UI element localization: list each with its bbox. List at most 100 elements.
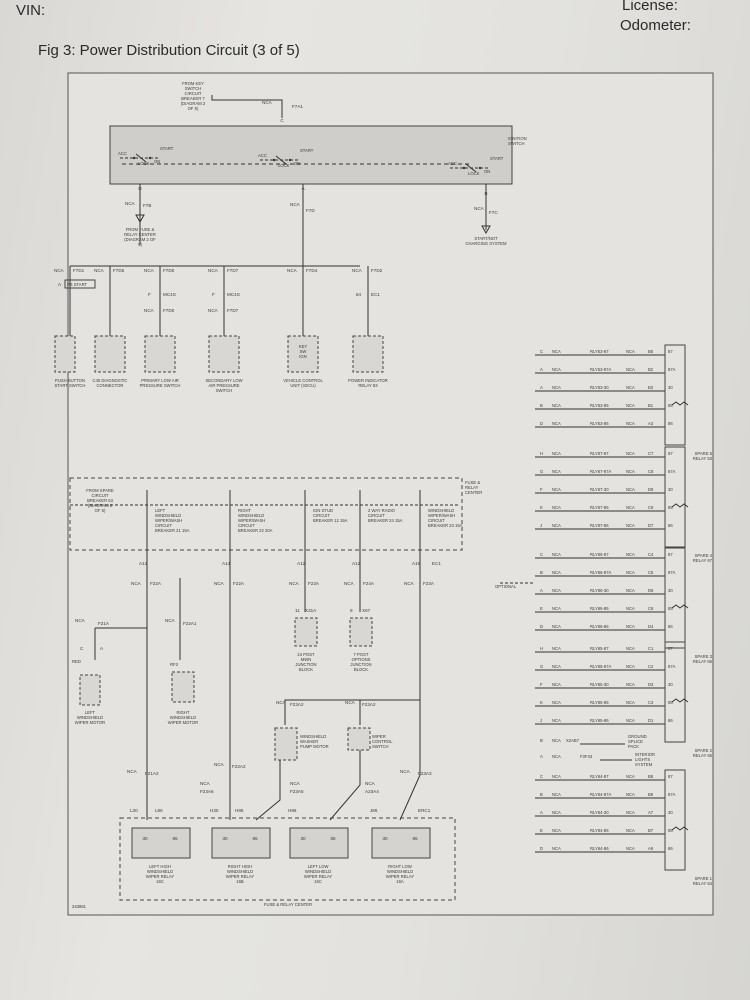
component-label: CONNECTOR: [97, 383, 124, 388]
relay-coil: [671, 604, 689, 609]
pin-label: D: [540, 624, 543, 629]
wire-nca: NCA: [626, 664, 635, 669]
relay-pin: A9: [648, 846, 654, 851]
relay-wire-id: RLY53-87A: [590, 367, 612, 372]
switch-contact: [132, 156, 136, 160]
component-box: [349, 617, 373, 647]
spare-relay-box: [664, 769, 686, 871]
pin-label: L86: [155, 808, 163, 813]
wire-id: F23A2: [362, 702, 376, 707]
wire-nca: NCA: [626, 624, 635, 629]
component-label: START SWITCH: [55, 383, 86, 388]
wire-nca: NCA: [552, 664, 561, 669]
relay-pin: C2: [648, 664, 654, 669]
washer-pump-label: WASHER: [300, 739, 318, 744]
wiper-switch-label: WIPER: [372, 734, 386, 739]
junction-block-label: BLOCK: [354, 667, 368, 672]
pin-label: J: [540, 718, 542, 723]
component-label: SECONDARY LOW: [205, 378, 242, 383]
wire-id: A23A4: [365, 789, 379, 794]
circuit-breaker-label: CIRCUIT: [313, 513, 330, 518]
pin-label: H86: [288, 808, 297, 813]
component-box: [347, 727, 371, 751]
relay-wire-id: RLY65-87A: [590, 664, 612, 669]
wire-nca: NCA: [208, 268, 219, 273]
component-box: [171, 671, 195, 703]
relay-pin: 30: [668, 588, 673, 593]
fuse-center-label: FUSE &: [465, 480, 480, 485]
ignition-source-label: OF 5): [188, 106, 199, 111]
figure-code: 343861: [72, 904, 87, 909]
wire-nca: NCA: [290, 781, 301, 786]
relay-pin: B3: [648, 385, 654, 390]
pin-label: A: [540, 588, 543, 593]
relay-label: WINDSHIELD: [305, 869, 331, 874]
wire-nca: NCA: [552, 367, 561, 372]
wire-id: F7D2: [371, 268, 383, 273]
relay-pin: C8: [648, 469, 654, 474]
relay-box: [131, 827, 191, 859]
wire-nca: NCA: [626, 349, 635, 354]
start-charging-note: START/NOT: [474, 236, 498, 241]
circuit-breaker-label: LEFT: [155, 508, 166, 513]
relay-pin: 86: [668, 846, 673, 851]
component-label: PRESSURE SWITCH: [140, 383, 181, 388]
relay-label: 16B: [236, 879, 244, 884]
relay-label: LEFT LOW: [308, 864, 329, 869]
spare-relay-label: RELAY 53: [693, 456, 713, 461]
relay-wire-id: RLY67-87A: [590, 469, 612, 474]
pin-label: B: [540, 570, 543, 575]
wire-nca: NCA: [552, 349, 561, 354]
ignition-switch-box: [109, 125, 513, 185]
component-box: [294, 617, 318, 647]
wire-nca: NCA: [552, 451, 561, 456]
connector-arrow: [135, 214, 145, 224]
wire-nca: NCA: [262, 100, 273, 105]
component-sublabel: IGN: [299, 354, 306, 359]
relay-pin: B7: [648, 828, 654, 833]
relay-wire-id: RLY65-87: [590, 646, 609, 651]
wire-nca: NCA: [552, 624, 561, 629]
relay-coil: [671, 401, 689, 406]
wire: [255, 760, 281, 821]
wire-nca: NCA: [552, 754, 561, 759]
wire-nca: NCA: [626, 774, 635, 779]
junction-block-label: 7 POST: [354, 652, 369, 657]
wire-nca: NCA: [626, 451, 635, 456]
junction-block-label: MWN: [301, 657, 311, 662]
wire-id: F7D4: [306, 268, 318, 273]
pin-label: A: [540, 810, 543, 815]
relay-pin: 86: [668, 624, 673, 629]
wire-nca: NCA: [626, 700, 635, 705]
spare-breaker-label: FROM SPARE: [86, 488, 114, 493]
left-wiper-motor-label: LEFT: [85, 710, 96, 715]
spare-breaker-label: OF 5): [95, 508, 106, 513]
wire-id: F3F43: [580, 754, 593, 759]
wiper-switch-label: CONTROL: [372, 739, 393, 744]
switch-lock-label: LOCK: [468, 171, 480, 176]
wire-nca: NCA: [404, 581, 415, 586]
wire-nca: NCA: [626, 588, 635, 593]
relay-wire-id: RLY65-85: [590, 700, 609, 705]
relay-wire-id: RLY53-85: [590, 403, 609, 408]
relay-pin: 85: [668, 700, 673, 705]
switch-start-label: START: [300, 148, 314, 153]
spare-breaker-label: CIRCUIT: [92, 493, 109, 498]
pin-label: A12: [352, 561, 361, 566]
component-sublabel: KEY: [299, 344, 308, 349]
ignition-source-label: CIRCUIT: [185, 91, 202, 96]
relay-pin: B1: [648, 403, 654, 408]
relay-pin: 86: [330, 836, 336, 841]
wire-nca: NCA: [287, 268, 298, 273]
wire-nca: NCA: [400, 769, 411, 774]
relay-wire-id: RLY64-30: [590, 810, 609, 815]
ignition-switch-label: SWITCH: [508, 141, 525, 146]
pin-label: B: [540, 738, 543, 743]
spare-relay-label: SPARE 2: [695, 748, 713, 753]
wire-nca: NCA: [352, 268, 363, 273]
relay-wire-id: RLY65-30: [590, 682, 609, 687]
wire-nca: NCA: [626, 403, 635, 408]
relay-coil: [671, 698, 689, 703]
relay-wire-id: RLY64-87: [590, 774, 609, 779]
